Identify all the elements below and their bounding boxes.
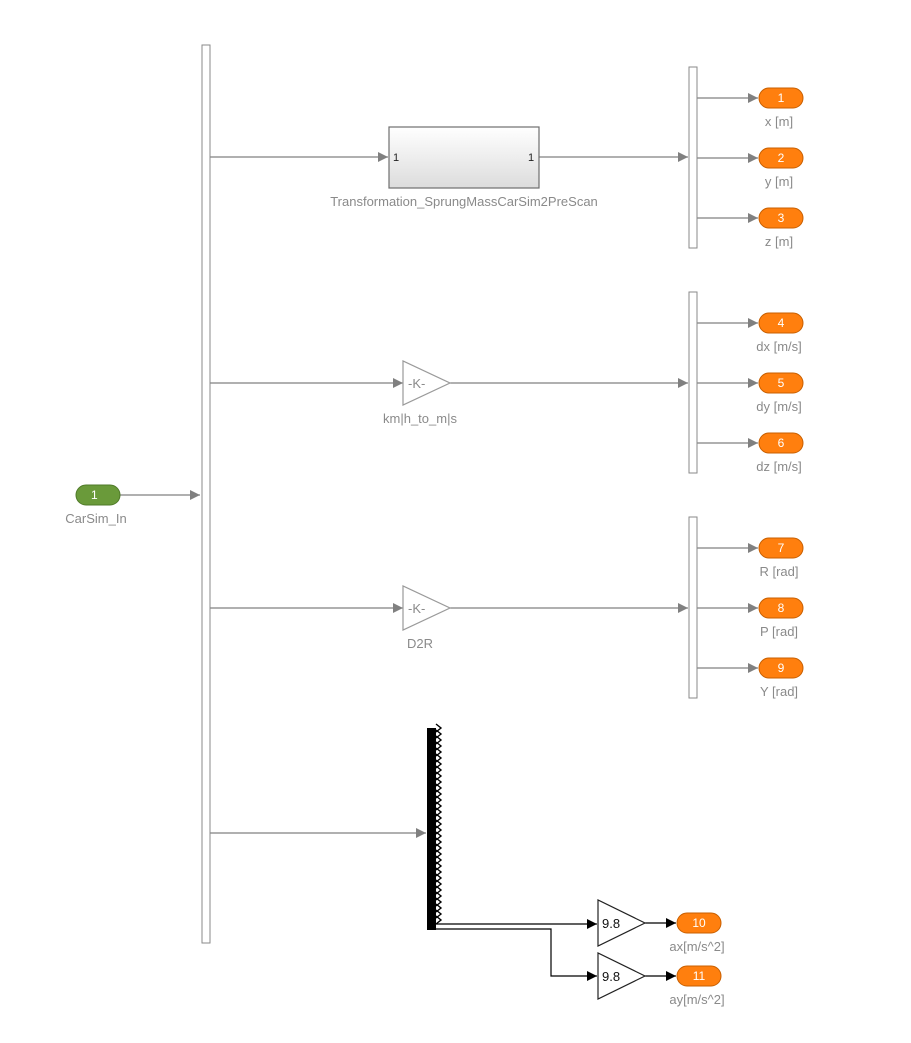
outport-number: 4 [778,316,785,330]
outport-4[interactable]: 4 dx [m/s] [756,312,804,354]
gain-ay-text: 9.8 [602,969,620,984]
inport-block[interactable]: 1 CarSim_In [65,484,127,526]
gain-km-triangle[interactable] [402,360,452,406]
outport-label: dz [m/s] [756,459,802,474]
outport-label: dx [m/s] [756,339,802,354]
wires [120,93,758,981]
outport-5[interactable]: 5 dy [m/s] [756,372,804,414]
outport-label: x [m] [765,114,793,129]
gain-d2r-label: D2R [407,636,433,651]
gain-ax-triangle[interactable] [597,899,647,947]
outport-3[interactable]: 3 z [m] [758,207,804,249]
demux-bar-position[interactable] [688,66,698,249]
subsystem-out-port: 1 [528,152,534,164]
demux-bar-rotation[interactable] [688,516,698,699]
outport-shape[interactable] [758,597,804,619]
outport-7[interactable]: 7 R [rad] [758,537,804,579]
outport-number: 11 [693,969,706,983]
outports: 1 x [m] 2 y [m] 3 z [m] 4 dx [m/s] 5 dy [m/s] 6 dz … [669,87,804,1007]
outport-label: P [rad] [760,624,798,639]
gain-d2r-block[interactable]: -K- D2R [402,585,452,651]
outport-shape[interactable] [676,912,722,934]
outport-label: ax[m/s^2] [669,939,724,954]
outport-1[interactable]: 1 x [m] [758,87,804,129]
gain-km-label: km|h_to_m|s [383,411,457,426]
outport-label: z [m] [765,234,793,249]
bus-selector-chevrons [435,723,443,925]
outport-10[interactable]: 10 ax[m/s^2] [669,912,725,954]
outport-number: 8 [778,601,785,615]
outport-shape[interactable] [758,147,804,169]
outport-shape[interactable] [758,312,804,334]
outport-shape[interactable] [758,432,804,454]
outport-11[interactable]: 11 ay[m/s^2] [669,965,725,1007]
inport-label: CarSim_In [65,511,126,526]
bus-selector-block[interactable] [427,723,443,930]
gain-ax-text: 9.8 [602,916,620,931]
inport-shape[interactable] [75,484,121,506]
chevron-icon [435,915,443,925]
transformation-subsystem[interactable]: 1 1 Transformation_SprungMassCarSim2PreS… [330,126,598,209]
outport-8[interactable]: 8 P [rad] [758,597,804,639]
outport-shape[interactable] [758,537,804,559]
outport-2[interactable]: 2 y [m] [758,147,804,189]
bus-selector-bar[interactable] [427,728,436,930]
demux-bar-velocity[interactable] [688,291,698,474]
gain-km-text: -K- [408,376,425,391]
outport-9[interactable]: 9 Y [rad] [758,657,804,699]
subsystem-label: Transformation_SprungMassCarSim2PreScan [330,194,598,209]
outport-label: ay[m/s^2] [669,992,724,1007]
main-demux-bar[interactable] [201,44,211,944]
outport-number: 3 [778,211,785,225]
outport-label: Y [rad] [760,684,798,699]
outport-label: dy [m/s] [756,399,802,414]
outport-number: 7 [778,541,785,555]
outport-label: y [m] [765,174,793,189]
gain-ax-block[interactable]: 9.8 [597,899,647,947]
outport-number: 6 [778,436,785,450]
outport-number: 1 [778,91,785,105]
wire-selector-to-gain-ay[interactable] [436,928,597,981]
outport-number: 2 [778,151,785,165]
outport-number: 9 [778,661,785,675]
gain-ay-block[interactable]: 9.8 [597,952,647,1000]
gain-d2r-triangle[interactable] [402,585,452,631]
outport-label: R [rad] [759,564,798,579]
inport-number: 1 [91,488,98,502]
subsystem-in-port: 1 [393,152,399,164]
outport-number: 5 [778,376,785,390]
outport-shape[interactable] [758,372,804,394]
subsystem-box[interactable] [388,126,540,189]
gain-ay-triangle[interactable] [597,952,647,1000]
outport-6[interactable]: 6 dz [m/s] [756,432,804,474]
outport-shape[interactable] [758,207,804,229]
outport-shape[interactable] [676,965,722,987]
outport-shape[interactable] [758,87,804,109]
gain-d2r-text: -K- [408,601,425,616]
outport-number: 10 [692,916,706,930]
gain-km-block[interactable]: -K- km|h_to_m|s [383,360,457,426]
outport-shape[interactable] [758,657,804,679]
